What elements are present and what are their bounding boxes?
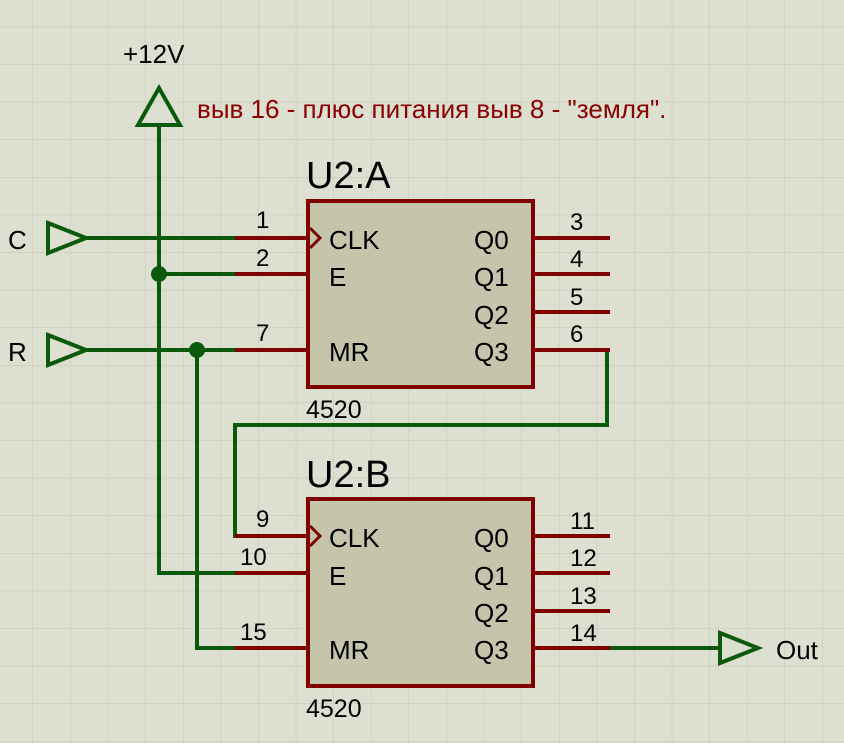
chip-b-body [306, 497, 535, 688]
wires [84, 123, 722, 650]
chip-b-ref: U2:B [306, 454, 390, 496]
wire-q3a-to-clkb [233, 348, 609, 538]
junction-dot [151, 266, 167, 282]
chip-b-pin-q2: 13 [570, 583, 597, 610]
chip-a-q1-label: Q1 [474, 262, 509, 292]
chip-a-part: 4520 [306, 396, 362, 424]
clock-terminal-icon [46, 220, 92, 256]
power-terminal-icon [134, 83, 184, 127]
chip-a-clk-label: CLK [329, 225, 380, 255]
chip-a-pin-q1: 4 [570, 246, 583, 273]
chip-a-pin-clk: 1 [256, 207, 269, 234]
reset-port-label: R [8, 337, 27, 367]
out-port-label: Out [776, 635, 819, 665]
chip-a-pin-mr: 7 [256, 320, 269, 347]
clock-edge-icon [308, 524, 323, 548]
power-label: +12V [123, 39, 185, 69]
chip-a-q3-label: Q3 [474, 337, 509, 367]
chip-a-e-label: E [329, 262, 346, 292]
chip-a-pin-q2: 5 [570, 284, 583, 311]
clock-port-label: C [8, 225, 27, 255]
chip-b-pin-q0: 11 [570, 508, 595, 535]
chip-b-q3-label: Q3 [474, 635, 509, 665]
chip-b-pin-q3: 14 [570, 620, 597, 647]
reset-terminal-icon [46, 332, 92, 368]
chip-b-e-label: E [329, 561, 346, 591]
chip-b-pin-mr: 15 [240, 619, 267, 646]
chip-a-q0-label: Q0 [474, 225, 509, 255]
junction-dot [189, 342, 205, 358]
chip-a-pins [235, 236, 610, 352]
chip-b-mr-label: MR [329, 635, 369, 665]
chip-a-pin-q0: 3 [570, 209, 583, 236]
clock-edge-icon [308, 226, 323, 250]
chip-b-q2-label: Q2 [474, 598, 509, 628]
chip-b-q1-label: Q1 [474, 561, 509, 591]
chip-a-mr-label: MR [329, 337, 369, 367]
chip-a-pin-e: 2 [256, 245, 269, 272]
chip-a-ref: U2:A [306, 155, 391, 197]
note-text: выв 16 - плюс питания выв 8 - "земля". [197, 94, 666, 124]
chip-b-pins [235, 534, 610, 650]
chip-b-clk-label: CLK [329, 523, 380, 553]
chip-a-q2-label: Q2 [474, 300, 509, 330]
out-terminal-icon [718, 630, 764, 666]
chip-b-pin-clk: 9 [256, 506, 269, 533]
chip-b-part: 4520 [306, 695, 362, 723]
chip-a-pin-q3: 6 [570, 321, 583, 348]
chip-b-pin-e: 10 [240, 544, 267, 571]
chip-a-body [306, 199, 535, 389]
chip-b-q0-label: Q0 [474, 523, 509, 553]
chip-b: U2:B 4520 CLK E MR Q0 Q1 Q2 Q3 9 10 15 1… [235, 454, 610, 723]
chip-a: U2:A 4520 CLK E MR Q0 Q1 Q2 Q3 1 2 7 3 4… [235, 155, 610, 424]
chip-b-pin-q1: 12 [570, 545, 597, 572]
